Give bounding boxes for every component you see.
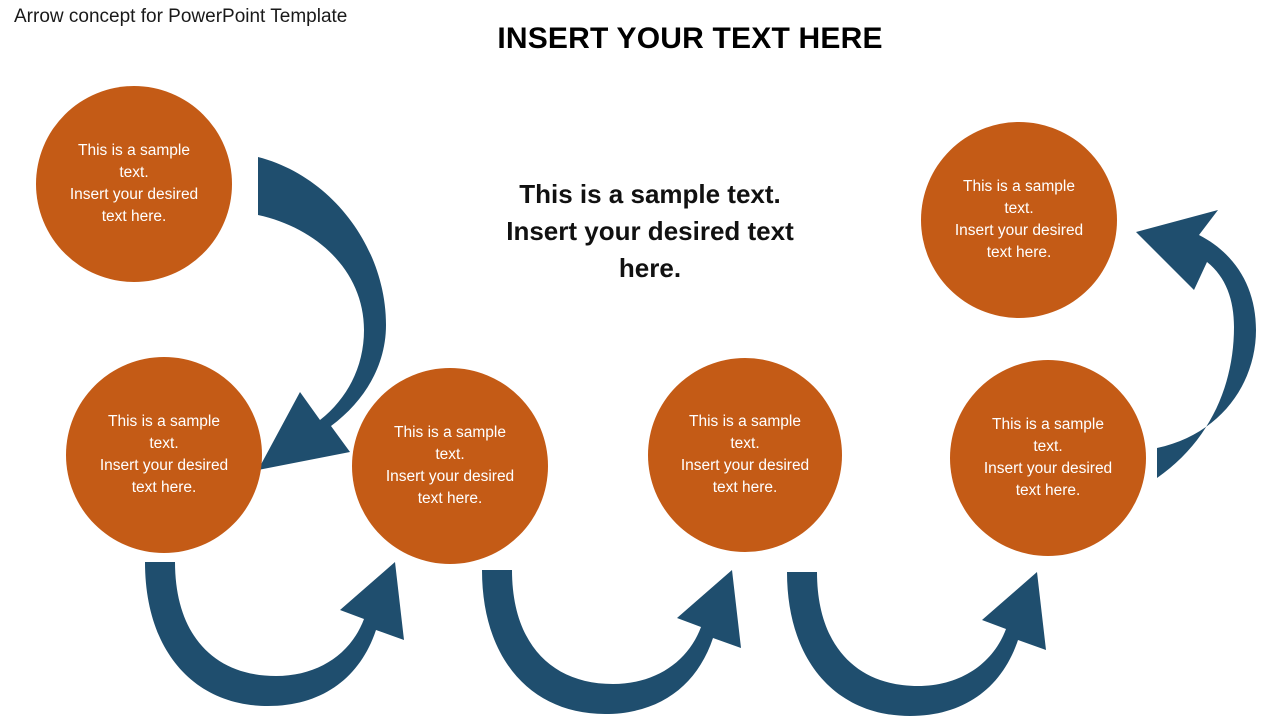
page-title: INSERT YOUR TEXT HERE xyxy=(497,22,883,55)
node-3-line-1: This is a sample xyxy=(394,424,506,441)
node-6-line-1: This is a sample xyxy=(963,178,1075,195)
node-1-line-3: Insert your desired xyxy=(69,186,199,203)
node-circle-5[interactable]: This is a sample text. Insert your desir… xyxy=(950,360,1146,556)
arrow-4-shape xyxy=(787,572,1046,716)
center-text-block: This is a sample text. Insert your desir… xyxy=(470,176,830,287)
node-circle-6[interactable]: This is a sample text. Insert your desir… xyxy=(921,122,1117,318)
arrow-5-shape xyxy=(1136,210,1256,478)
arrow-3-shape xyxy=(482,570,741,714)
node-2-line-1: This is a sample xyxy=(108,413,220,430)
center-text-line-1: This is a sample text. xyxy=(519,179,781,209)
node-5-line-2: text. xyxy=(1033,438,1063,455)
node-3-line-2: text. xyxy=(435,446,465,463)
node-circle-4[interactable]: This is a sample text. Insert your desir… xyxy=(648,358,842,552)
node-2-line-3: Insert your desired xyxy=(99,457,229,474)
node-5-line-3: Insert your desired xyxy=(983,460,1113,477)
slide-caption: Arrow concept for PowerPoint Template xyxy=(14,6,348,27)
node-6-line-3: Insert your desired xyxy=(954,222,1084,239)
node-3-text: This is a sample text. Insert your desir… xyxy=(372,422,528,510)
node-2-text: This is a sample text. Insert your desir… xyxy=(86,411,242,499)
node-1-text: This is a sample text. Insert your desir… xyxy=(56,140,212,228)
node-1-line-4: text here. xyxy=(101,208,167,225)
node-6-line-2: text. xyxy=(1004,200,1034,217)
node-5-line-4: text here. xyxy=(1015,482,1081,499)
node-3-line-3: Insert your desired xyxy=(385,468,515,485)
node-4-line-4: text here. xyxy=(712,479,778,496)
node-5-text: This is a sample text. Insert your desir… xyxy=(970,414,1126,502)
node-6-line-4: text here. xyxy=(986,244,1052,261)
node-4-line-1: This is a sample xyxy=(689,413,801,430)
node-2-line-2: text. xyxy=(149,435,179,452)
node-circle-1[interactable]: This is a sample text. Insert your desir… xyxy=(36,86,232,282)
node-1-line-2: text. xyxy=(119,164,149,181)
node-circle-3[interactable]: This is a sample text. Insert your desir… xyxy=(352,368,548,564)
arrow-1-shape xyxy=(258,157,386,470)
center-text-line-2: Insert your desired text xyxy=(506,215,794,246)
node-2-line-4: text here. xyxy=(131,479,197,496)
node-4-line-2: text. xyxy=(730,435,760,452)
node-4-line-3: Insert your desired xyxy=(680,457,810,474)
node-6-text: This is a sample text. Insert your desir… xyxy=(941,176,1097,264)
node-4-text: This is a sample text. Insert your desir… xyxy=(667,411,823,499)
node-5-line-1: This is a sample xyxy=(992,416,1104,433)
node-3-line-4: text here. xyxy=(417,490,483,507)
center-text-line-3: here. xyxy=(618,252,682,283)
arrow-2-shape xyxy=(145,562,404,706)
node-1-line-1: This is a sample xyxy=(78,142,190,159)
node-circle-2[interactable]: This is a sample text. Insert your desir… xyxy=(66,357,262,553)
